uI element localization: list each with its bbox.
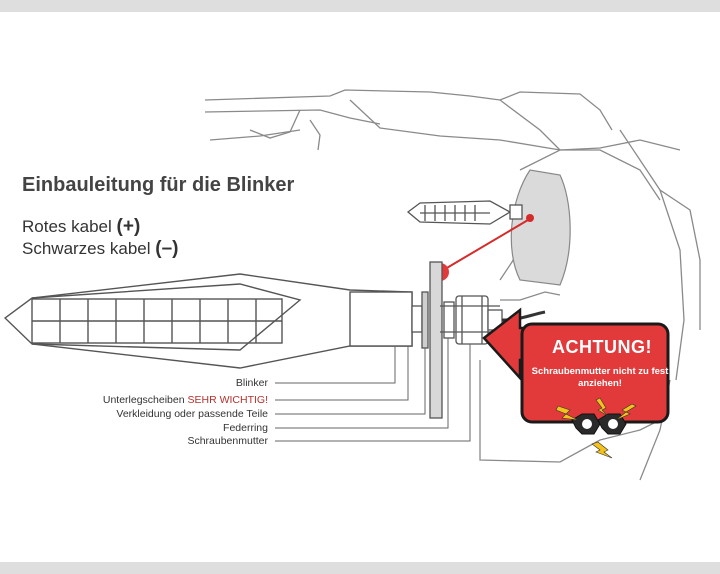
leader-lines: [275, 338, 471, 442]
warning-title: ACHTUNG!: [552, 337, 652, 357]
red-cable-label: Rotes kabel (+): [22, 216, 140, 238]
mounting-hardware: [411, 261, 546, 419]
frame-bottom: [0, 562, 720, 574]
small-blinker: [406, 200, 534, 225]
black-cable-text: Schwarzes kabel: [22, 239, 151, 258]
warning-text: Schraubenmutter nicht zu fest anziehen!: [531, 366, 669, 389]
legend-washers: Unterlegscheiben SEHR WICHTIG!: [102, 394, 269, 406]
black-cable-label: Schwarzes kabel (–): [22, 238, 178, 260]
legend-blinker: Blinker: [235, 377, 268, 389]
taillight: [510, 169, 571, 286]
legend-spring-washer: Federring: [223, 422, 268, 434]
minus-symbol: (–): [155, 238, 179, 259]
page-title: Einbauleitung für die Blinker: [22, 174, 295, 196]
red-cable-text: Rotes kabel: [22, 217, 112, 236]
legend-fairing: Verkleidung oder passende Teile: [116, 408, 268, 420]
frame-top: [0, 0, 720, 12]
legend-nut: Schraubenmutter: [187, 435, 268, 447]
plus-symbol: (+): [116, 216, 141, 237]
large-blinker: [3, 273, 413, 369]
lightning-icon: [555, 397, 637, 459]
very-important-note: SEHR WICHTIG!: [187, 394, 269, 406]
